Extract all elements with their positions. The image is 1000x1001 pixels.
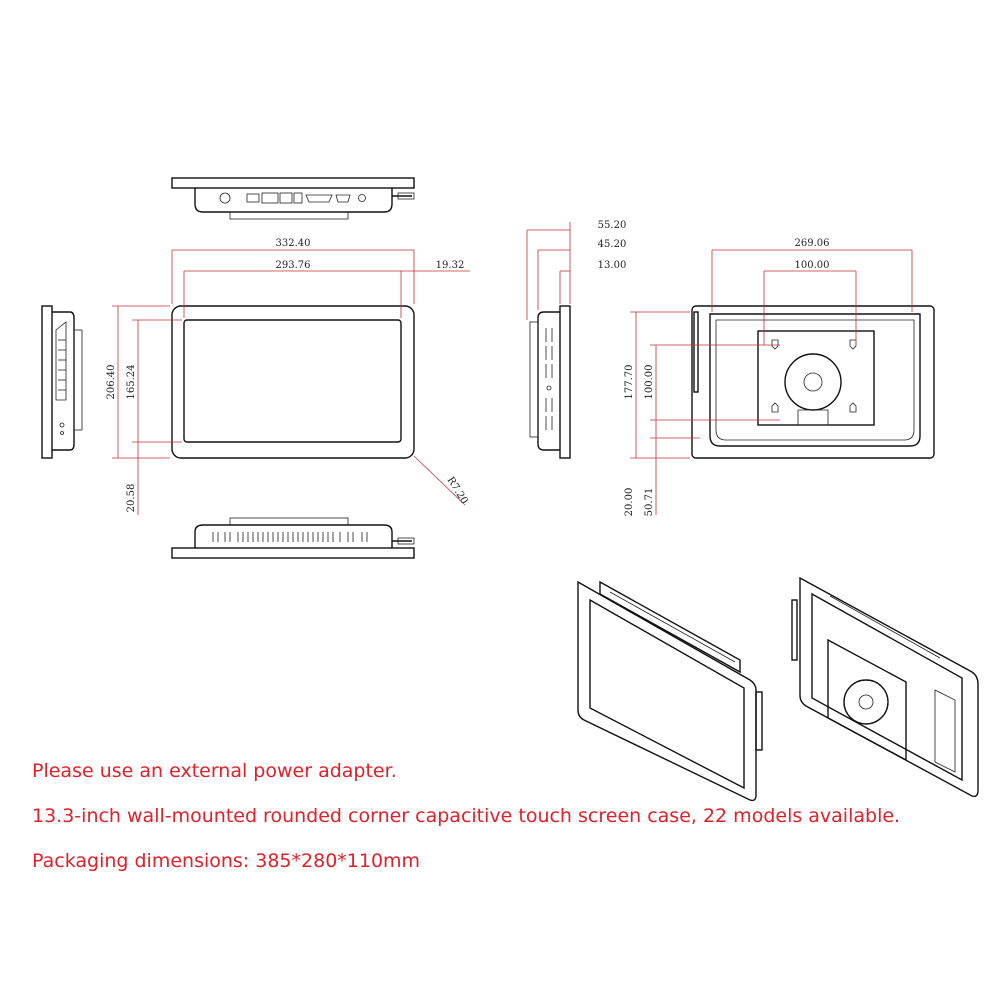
front-view (112, 249, 470, 515)
dim-vesa-horizontal: 100.00 (795, 260, 830, 271)
dim-screen-height: 165.24 (126, 365, 137, 400)
iso-back-view (791, 576, 979, 798)
dim-depth-frame: 13.00 (598, 260, 627, 271)
dim-bezel-bottom: 20.58 (126, 484, 137, 513)
dim-vesa-vertical: 100.00 (644, 365, 655, 400)
left-side-view (41, 305, 83, 459)
note-power-adapter: Please use an external power adapter. (32, 760, 397, 782)
dim-depth-total: 55.20 (598, 220, 627, 231)
bottom-view (171, 517, 415, 559)
iso-front-view (577, 580, 763, 802)
dim-overall-height: 206.40 (106, 365, 117, 400)
notes: Please use an external power adapter. 13… (32, 760, 992, 895)
dim-back-offset-b: 50.71 (644, 488, 655, 517)
dim-depth-body: 45.20 (598, 239, 627, 250)
dim-back-height: 177.70 (624, 365, 635, 400)
dim-back-width: 269.06 (795, 238, 830, 249)
note-product-description: 13.3-inch wall-mounted rounded corner ca… (32, 805, 901, 827)
right-side-view (526, 222, 571, 459)
dim-screen-width: 293.76 (276, 260, 311, 271)
dim-overall-width: 332.40 (276, 238, 311, 249)
dim-bezel-side: 19.32 (436, 260, 465, 271)
top-view (171, 177, 415, 220)
dimension-labels: 332.40 293.76 19.32 206.40 165.24 20.58 … (106, 220, 830, 516)
back-view (630, 249, 935, 515)
note-packaging-dimensions: Packaging dimensions: 385*280*110mm (32, 850, 421, 872)
dim-corner-radius: R7.20 (445, 475, 470, 506)
dim-back-offset-a: 20.00 (624, 488, 635, 517)
